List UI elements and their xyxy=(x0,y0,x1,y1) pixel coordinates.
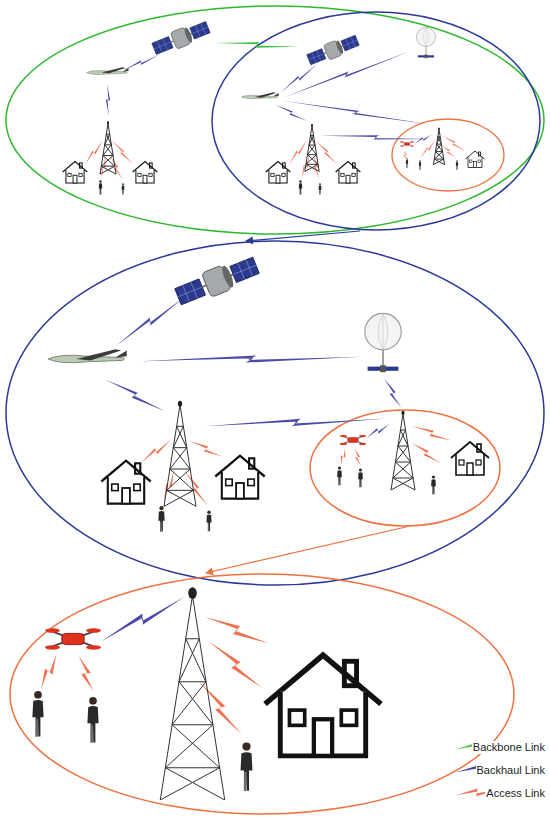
link-bolts xyxy=(82,39,467,181)
access-region xyxy=(310,410,500,526)
backbone-region xyxy=(6,6,544,234)
backhaul-region xyxy=(212,12,540,230)
backhaul-region xyxy=(6,241,544,585)
access-region xyxy=(392,119,504,191)
network-figures xyxy=(48,253,489,531)
network-figures xyxy=(63,19,485,195)
access-region xyxy=(10,574,514,814)
legend-text: Backbone Link xyxy=(472,741,546,754)
link-bolts xyxy=(103,295,452,508)
legend-samples xyxy=(455,741,499,798)
legend-text: Access Link xyxy=(485,787,546,800)
legend-text: Backhaul Link xyxy=(476,764,547,777)
network-figures xyxy=(32,587,381,800)
zoom-arrow xyxy=(206,526,410,573)
zoom-arrow xyxy=(246,231,360,241)
link-bolts xyxy=(35,594,270,739)
